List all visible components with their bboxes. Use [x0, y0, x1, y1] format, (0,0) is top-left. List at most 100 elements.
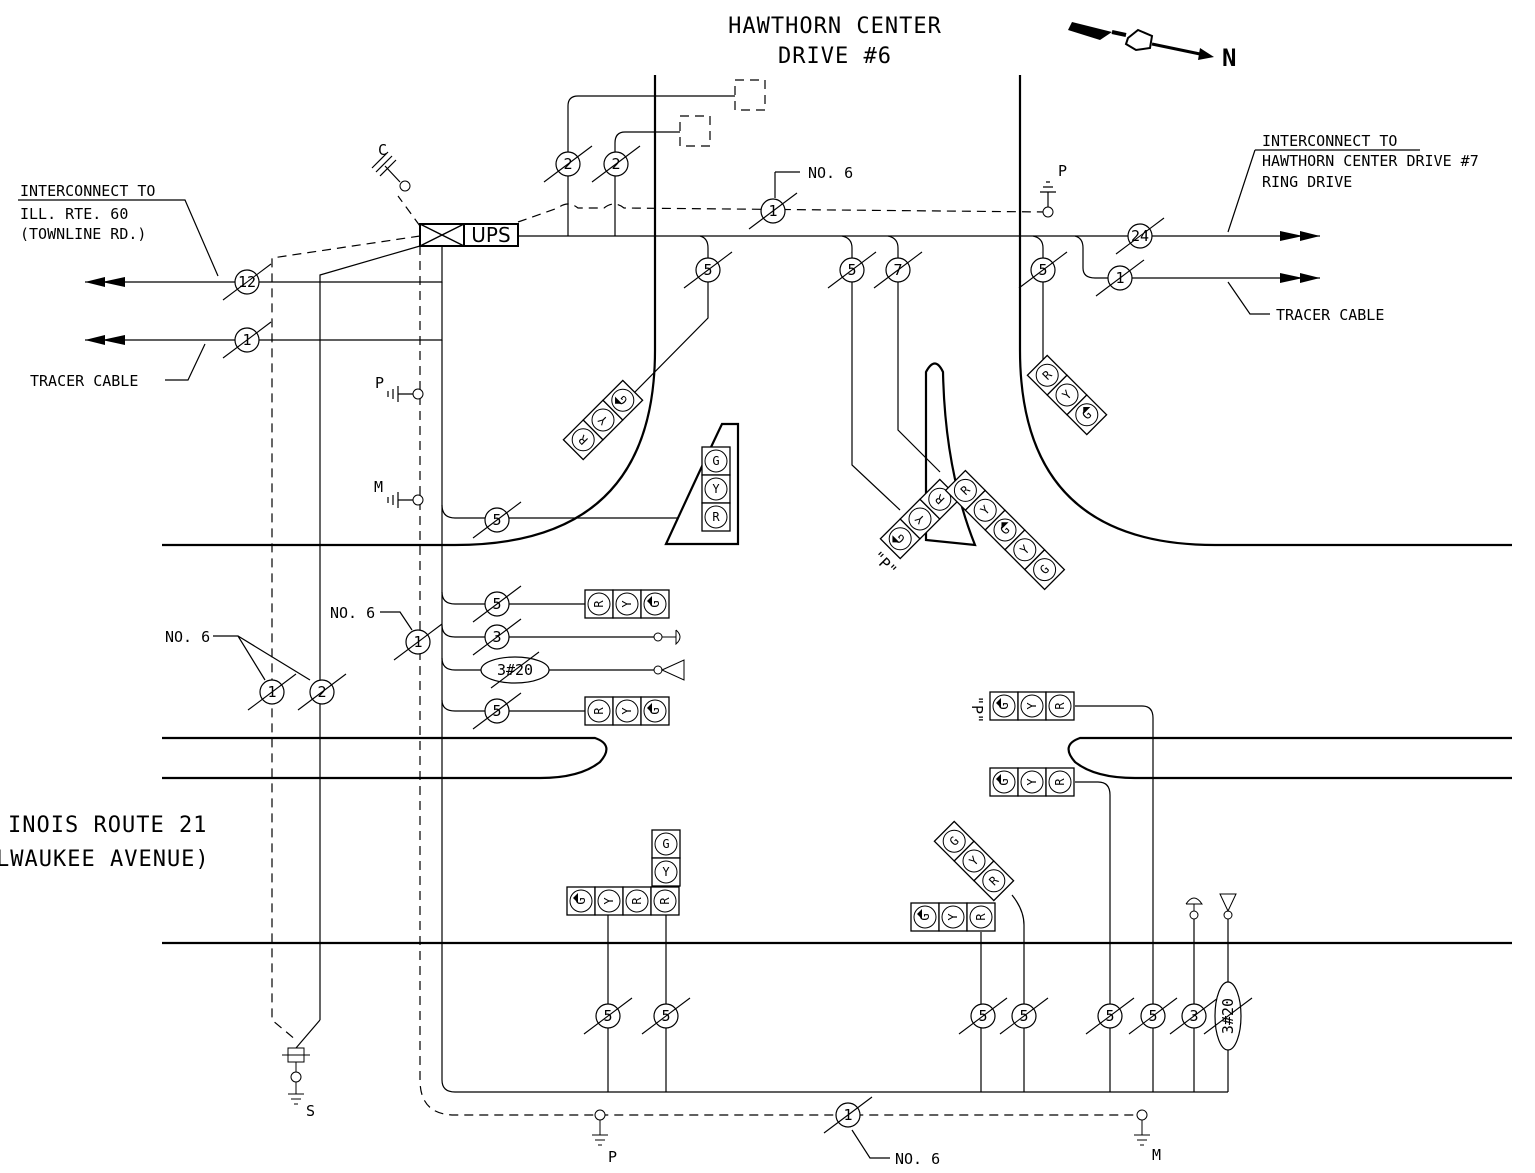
cable-count-label: 1	[768, 202, 777, 220]
cable-count-marker: 2	[297, 673, 347, 711]
cable-count-marker: 2	[591, 145, 641, 183]
cable-count-marker: 7	[873, 251, 923, 289]
cable-count-label: 2	[611, 155, 620, 173]
interconnect-left-line3: (TOWNLINE RD.)	[20, 225, 146, 243]
signal-head: RYG	[1026, 354, 1108, 436]
cable-count-label: 2	[563, 155, 572, 173]
signal-lens-label: G	[574, 897, 588, 904]
interconnect-right-line2: HAWTHORN CENTER DRIVE #7	[1262, 152, 1479, 170]
signal-lens-label: Y	[602, 897, 616, 905]
signal-head: GYR	[701, 446, 731, 532]
cable-count-label: 5	[603, 1007, 612, 1025]
cable-count-label: 3#20	[1219, 998, 1237, 1034]
signal-lens-label: R	[592, 600, 606, 608]
signal-lens-label: R	[630, 897, 644, 905]
cable-count-marker: 3#20	[1203, 981, 1253, 1051]
ped-signal-icon-right	[1219, 893, 1237, 920]
interconnect-left-line2: ILL. RTE. 60	[20, 205, 128, 223]
cable-count-marker: 1	[823, 1096, 873, 1134]
north-label: N	[1222, 44, 1236, 72]
cable-count-marker: 1	[247, 673, 297, 711]
cable-count-marker: 5	[683, 251, 733, 289]
cable-count-marker: 24	[1115, 217, 1165, 255]
cable-count-label: 5	[978, 1007, 987, 1025]
arrow-lens-icon	[615, 396, 623, 404]
cable-count-marker: 2	[543, 145, 593, 183]
text-labels: INTERCONNECT TO ILL. RTE. 60 (TOWNLINE R…	[20, 132, 1479, 1168]
ups-label: UPS	[471, 223, 510, 247]
no6-label-mid: NO. 6	[330, 604, 375, 622]
cable-count-label: 5	[492, 702, 501, 720]
cable-count-marker: 5	[1018, 251, 1068, 289]
ups-box	[463, 223, 519, 247]
signal-lens-label: R	[1053, 778, 1067, 786]
cable-count-label: 3	[492, 628, 501, 646]
arrow-lens-icon	[996, 698, 1001, 708]
signal-lens-label: G	[997, 702, 1011, 709]
solid-wiring	[85, 95, 1320, 1093]
cable-count-label: 1	[413, 633, 422, 651]
north-arrow-icon: N	[1068, 22, 1236, 72]
cable-count-label: 3#20	[497, 661, 533, 679]
road-name-line1: INOIS ROUTE 21	[8, 813, 207, 838]
cable-count-label: 5	[1105, 1007, 1114, 1025]
cable-count-marker: 5	[472, 692, 522, 730]
road-edges	[162, 75, 1512, 945]
detector-s-label: S	[306, 1102, 315, 1120]
cable-count-label: 3	[1189, 1007, 1198, 1025]
interconnect-left-line1: INTERCONNECT TO	[20, 182, 155, 200]
cable-count-marker: 5	[827, 251, 877, 289]
detector-p-label-bottom: P	[608, 1148, 617, 1166]
cable-count-marker: 5	[583, 997, 633, 1035]
dashed-wiring	[271, 79, 1142, 1116]
cable-count-label: 5	[703, 261, 712, 279]
cable-count-marker: 1	[222, 321, 272, 359]
cable-count-label: 5	[1019, 1007, 1028, 1025]
cable-count-label: 5	[492, 511, 501, 529]
detector-c-label: C	[378, 141, 387, 159]
arrow-lens-icon	[573, 893, 578, 903]
interconnect-right-line1: INTERCONNECT TO	[1262, 132, 1397, 150]
signal-lens-label: R	[592, 707, 606, 715]
signal-lens-label: Y	[620, 600, 634, 608]
ped-pushbutton-icon-left	[653, 629, 681, 646]
signal-lens-label: Y	[620, 707, 634, 715]
cable-count-label: 1	[843, 1106, 852, 1124]
intersection-title-line2: DRIVE #6	[778, 44, 892, 69]
arrowheads	[85, 231, 1320, 345]
cable-count-label: 1	[267, 683, 276, 701]
arrow-lens-icon	[917, 909, 922, 919]
detector-m-label-bottom: M	[1152, 1146, 1161, 1164]
arrow-lens-icon	[996, 774, 1001, 784]
cable-count-label: 5	[661, 1007, 670, 1025]
arrow-lens-icon	[647, 596, 652, 606]
cable-count-label: 5	[492, 595, 501, 613]
signal-head: RYG	[562, 379, 644, 461]
signal-lens-label: Y	[712, 482, 720, 496]
ground-icons	[282, 151, 1237, 1146]
cable-count-marker: 5	[1085, 997, 1135, 1035]
arrow-lens-icon	[892, 535, 900, 543]
road-name-line2: LWAUKEE AVENUE)	[0, 847, 210, 872]
tracer-cable-left: TRACER CABLE	[30, 372, 138, 390]
pull-box-icon-m-bottom	[1134, 1109, 1150, 1146]
cable-count-marker: 5	[958, 997, 1008, 1035]
signal-lens-label: Y	[946, 913, 960, 921]
cable-count-marker: 5	[999, 997, 1049, 1035]
cable-count-marker: 5	[1128, 997, 1178, 1035]
controller-cabinet: UPS	[419, 223, 519, 247]
signal-lens-label: G	[648, 600, 662, 607]
cable-count-marker: 1	[1095, 259, 1145, 297]
arrow-lens-icon	[647, 703, 652, 713]
service-pole-icon	[282, 1047, 310, 1105]
cable-count-marker: 5	[641, 997, 691, 1035]
no6-label-left: NO. 6	[165, 628, 210, 646]
signal-lens-label: Y	[662, 865, 670, 879]
